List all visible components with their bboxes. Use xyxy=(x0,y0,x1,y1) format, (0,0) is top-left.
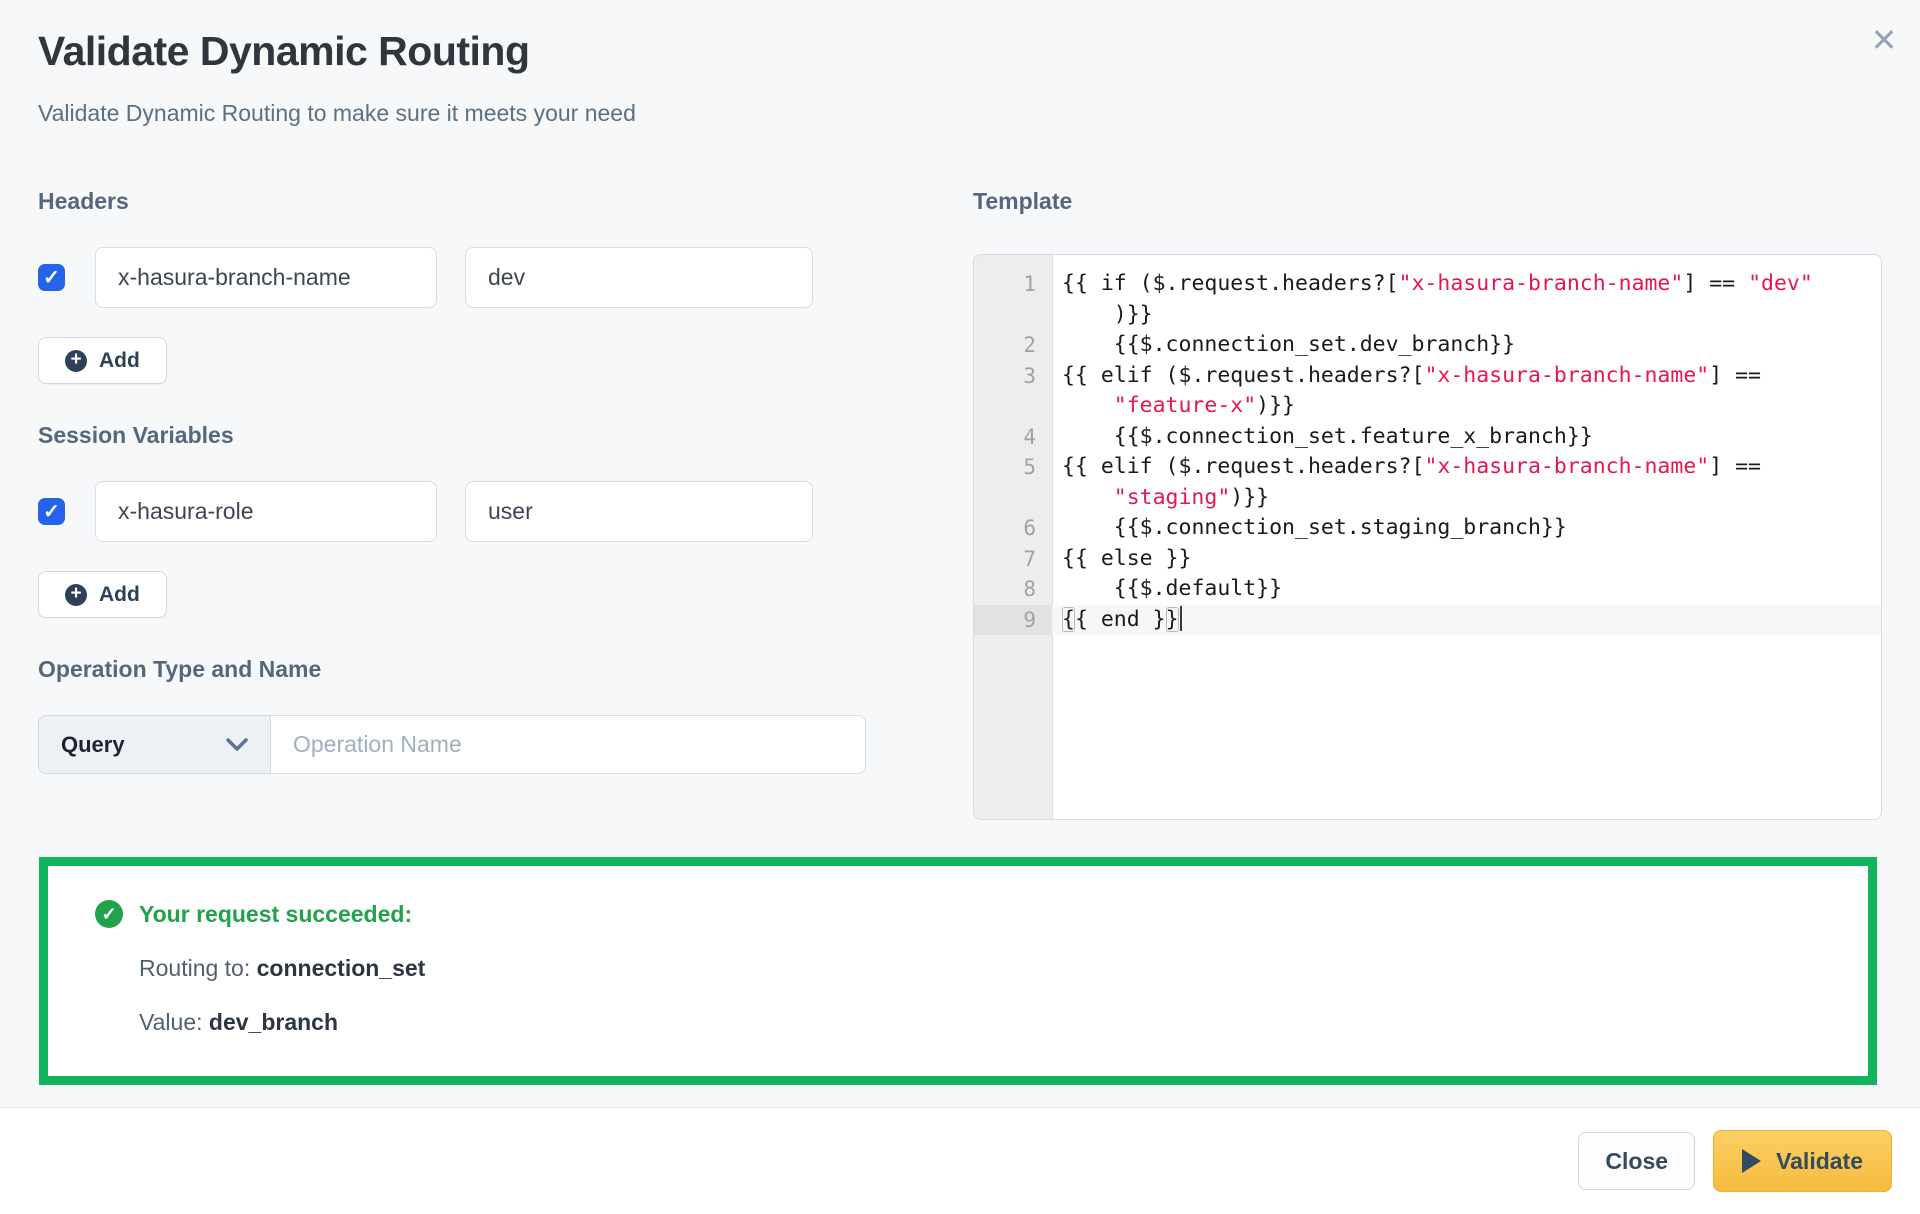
add-session-variable-button[interactable]: Add xyxy=(38,571,167,618)
operation-section-label: Operation Type and Name xyxy=(38,656,322,682)
session-variable-value-input[interactable] xyxy=(465,481,813,542)
code-text: "feature-x")}} xyxy=(1113,393,1295,418)
code-line[interactable]: 3 {{ elif ($.request.headers?["x-hasura-b… xyxy=(974,361,1881,392)
header-value-input[interactable] xyxy=(465,247,813,308)
add-session-variable-label: Add xyxy=(99,582,140,606)
line-number: 9 xyxy=(974,604,1052,635)
validation-result-panel: ✓ Your request succeeded: Routing to: co… xyxy=(39,857,1877,1085)
code-line[interactable]: 4 {{$.connection_set.feature_x_branch}} xyxy=(974,422,1881,453)
line-number xyxy=(974,483,1052,514)
routed-value: dev_branch xyxy=(208,1009,339,1035)
template-section-label: Template xyxy=(973,188,1073,214)
code-line[interactable]: 1 {{ if ($.request.headers?["x-hasura-bra… xyxy=(974,269,1881,300)
line-number: 4 xyxy=(1023,424,1036,449)
operation-type-select[interactable]: Query xyxy=(38,715,271,774)
form-column: Headers Add Session Variables Add Operat… xyxy=(38,188,868,774)
add-header-button[interactable]: Add xyxy=(38,337,167,384)
play-icon xyxy=(1742,1149,1762,1173)
code-line[interactable]: 6 {{$.connection_set.staging_branch}} xyxy=(974,513,1881,544)
session-variables-section-label: Session Variables xyxy=(38,422,234,448)
line-number: 6 xyxy=(1023,516,1036,540)
plus-circle-icon xyxy=(65,349,87,372)
code-text: {{$.connection_set.dev_branch}} xyxy=(1062,332,1516,357)
line-number: 1 xyxy=(1023,272,1036,296)
line-number: 7 xyxy=(1023,546,1036,571)
line-number: 3 xyxy=(1023,363,1036,388)
line-number xyxy=(974,391,1052,422)
line-number xyxy=(974,300,1052,331)
close-icon[interactable]: ✕ xyxy=(1860,16,1908,64)
code-line[interactable]: 2 {{$.connection_set.dev_branch}} xyxy=(974,330,1881,361)
code-text: {{ end }} xyxy=(1052,605,1182,636)
template-editor[interactable]: 1 {{ if ($.request.headers?["x-hasura-bra… xyxy=(973,254,1882,820)
line-number: 8 xyxy=(1023,577,1036,601)
chevron-down-icon xyxy=(226,737,248,751)
code-line[interactable]: 7 {{ else }} xyxy=(974,544,1881,575)
template-editor-rows: 1 {{ if ($.request.headers?["x-hasura-bra… xyxy=(974,255,1881,635)
header-key-input[interactable] xyxy=(95,247,437,308)
code-text: {{$.connection_set.feature_x_branch}} xyxy=(1062,423,1593,449)
code-text: {{ if ($.request.headers?["x-hasura-bran… xyxy=(1062,271,1813,296)
code-line[interactable]: )}} xyxy=(974,300,1881,331)
headers-section-label: Headers xyxy=(38,188,129,214)
code-text: {{ else }} xyxy=(1062,545,1192,571)
operation-type-selected: Query xyxy=(61,731,125,757)
add-header-label: Add xyxy=(99,348,140,372)
code-text: {{ elif ($.request.headers?["x-hasura-br… xyxy=(1062,454,1761,479)
code-line[interactable]: 5 {{ elif ($.request.headers?["x-hasura-b… xyxy=(974,452,1881,483)
operation-row: Query xyxy=(38,715,868,774)
code-line[interactable]: 9{{ end }} xyxy=(974,604,1881,636)
template-column: Template 1 {{ if ($.request.headers?["x-h… xyxy=(973,188,1882,820)
validate-button[interactable]: Validate xyxy=(1713,1130,1892,1192)
text-cursor xyxy=(1179,606,1182,631)
line-number: 5 xyxy=(1023,455,1036,479)
session-variable-row xyxy=(38,481,868,542)
code-line[interactable]: "staging")}} xyxy=(974,483,1881,514)
result-value-line: Value: dev_branch xyxy=(139,1009,339,1035)
code-text: "staging")}} xyxy=(1113,484,1270,510)
header-enabled-checkbox[interactable] xyxy=(38,264,65,291)
result-status-text: Your request succeeded: xyxy=(139,900,413,927)
code-text: {{$.connection_set.staging_branch}} xyxy=(1062,515,1567,540)
code-text: {{ elif ($.request.headers?["x-hasura-br… xyxy=(1062,362,1761,388)
code-text: )}} xyxy=(1113,301,1153,327)
code-line[interactable]: 8 {{$.default}} xyxy=(974,574,1881,605)
code-text: {{$.default}} xyxy=(1062,576,1283,601)
page-title: Validate Dynamic Routing xyxy=(38,28,530,74)
close-button[interactable]: Close xyxy=(1578,1132,1696,1190)
session-variable-enabled-checkbox[interactable] xyxy=(38,498,65,525)
plus-circle-icon xyxy=(65,583,87,606)
dialog-footer: Close Validate xyxy=(0,1107,1920,1214)
success-check-icon: ✓ xyxy=(95,900,123,928)
session-variable-key-input[interactable] xyxy=(95,481,437,542)
line-number: 2 xyxy=(1023,333,1036,357)
code-line[interactable]: "feature-x")}} xyxy=(974,391,1881,422)
routing-target-value: connection_set xyxy=(256,955,426,981)
header-row xyxy=(38,247,868,308)
operation-name-input[interactable] xyxy=(271,715,866,774)
result-routing-line: Routing to: connection_set xyxy=(139,955,426,981)
validate-button-label: Validate xyxy=(1776,1147,1863,1174)
dialog-subtitle: Validate Dynamic Routing to make sure it… xyxy=(38,100,636,126)
